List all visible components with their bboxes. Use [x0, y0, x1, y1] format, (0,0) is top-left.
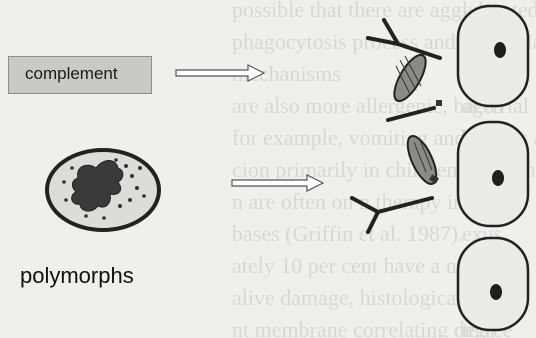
polymorphs-label: polymorphs — [20, 263, 134, 289]
arrow-complement — [176, 65, 264, 81]
antibody-top-left — [368, 20, 440, 58]
target-cell-bottom — [458, 238, 528, 330]
arrow-polymorphs — [232, 175, 323, 191]
polymorph-cell — [47, 150, 159, 230]
antibody-bottom — [352, 198, 432, 232]
complement-fragment-top — [388, 50, 431, 105]
complement-box: complement — [8, 56, 152, 94]
target-cell-middle — [458, 122, 528, 226]
target-cell-top — [458, 6, 528, 106]
antibody-middle — [388, 108, 434, 120]
complement-label: complement — [25, 64, 118, 84]
